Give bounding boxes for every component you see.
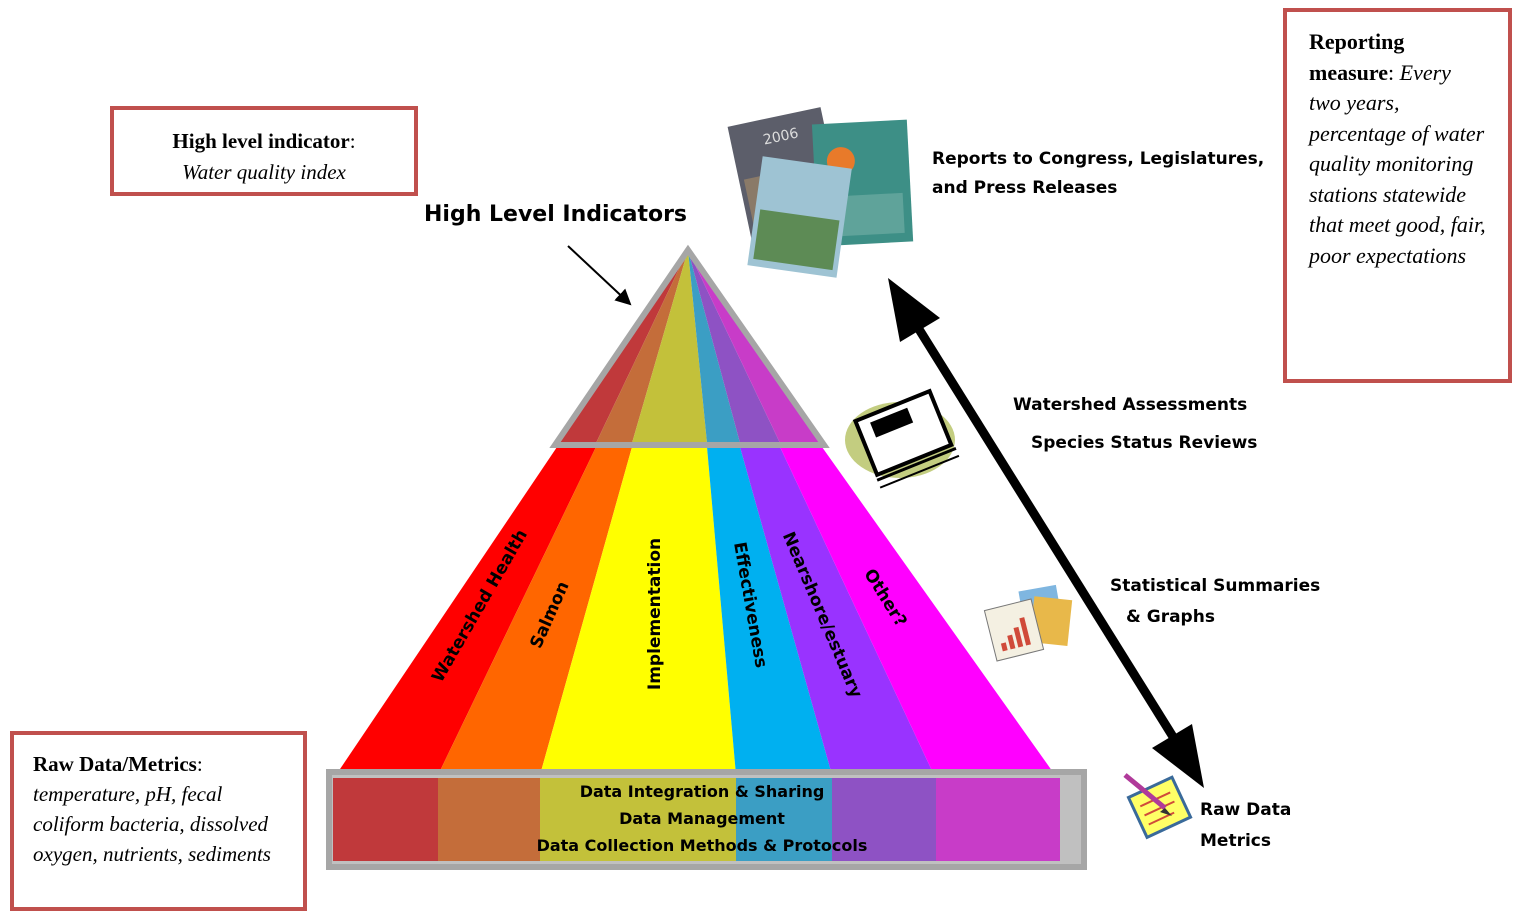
apex-outline	[549, 244, 830, 448]
raw-line-1: Raw Data	[1200, 800, 1292, 820]
pyramid-base	[326, 769, 1087, 870]
reporting-desc: Every two years, percentage of water qua…	[1309, 59, 1486, 268]
raw-data-metrics-label: Raw Data Metrics	[1200, 795, 1291, 857]
band-watershed-health	[336, 447, 596, 775]
reports-line-2: and Press Releases	[932, 178, 1118, 198]
chart-documents-icon	[983, 584, 1073, 662]
reporting-measure-box: Reporting measure: Every two years, perc…	[1283, 8, 1512, 383]
base-blue	[736, 778, 832, 861]
band-effectiveness	[707, 447, 832, 775]
watershed-assessments-label: Watershed Assessments	[1013, 395, 1248, 415]
base-red	[333, 778, 438, 861]
pyramid-apex	[549, 244, 830, 448]
base-line-integration: Data Integration & Sharing	[579, 782, 825, 801]
stat-line-1: Statistical Summaries	[1110, 576, 1321, 596]
apex-yellow	[632, 250, 707, 443]
svg-text:2006: 2006	[762, 125, 800, 148]
raw-desc: temperature, pH, fecal coliform bacteria…	[33, 782, 271, 866]
pointer-arrow	[567, 245, 632, 306]
raw-line-2: Metrics	[1200, 831, 1271, 851]
band-nearshore	[740, 447, 934, 775]
statistical-summaries-label: Statistical Summaries & Graphs	[1110, 571, 1320, 633]
base-orange	[438, 778, 540, 861]
raw-data-metrics-box: Raw Data/Metrics: temperature, pH, fecal…	[10, 731, 307, 911]
arrow-head-bottom	[1152, 724, 1204, 788]
band-salmon	[438, 447, 632, 775]
high-level-desc: Water quality index	[182, 160, 346, 184]
base-magenta	[936, 778, 1060, 861]
raw-term: Raw Data/Metrics	[33, 752, 197, 776]
base-purple	[832, 778, 936, 861]
band-implementation	[540, 447, 736, 775]
high-level-indicators-title: High Level Indicators	[424, 202, 688, 227]
reporting-term: Reporting measure	[1309, 29, 1405, 85]
high-level-indicator-box: High level indicator: Water quality inde…	[110, 106, 418, 196]
base-text: Data Integration & Sharing Data Manageme…	[520, 778, 884, 859]
notepad-pencil-icon	[1123, 773, 1193, 840]
reports-label: Reports to Congress, Legislatures, and P…	[932, 145, 1264, 203]
book-icon	[845, 388, 960, 489]
apex-orange	[596, 250, 688, 443]
stat-line-2: & Graphs	[1126, 607, 1215, 627]
double-arrow	[888, 278, 1204, 788]
species-status-label: Species Status Reviews	[1031, 433, 1258, 453]
base-line-collection: Data Collection Methods & Protocols	[536, 836, 868, 855]
report-covers-icon: 2006	[727, 107, 914, 278]
base-yellow	[540, 778, 736, 861]
band-other	[780, 447, 1055, 775]
arrow-head-top	[888, 278, 940, 342]
raw-sep: :	[196, 752, 203, 776]
reports-line-1: Reports to Congress, Legislatures,	[932, 149, 1265, 169]
label-implementation: Implementation	[645, 537, 665, 691]
pyramid-middle-bands	[336, 447, 1055, 775]
high-level-term: High level indicator	[172, 129, 350, 153]
high-level-sep: :	[349, 129, 356, 153]
base-line-management: Data Management	[619, 809, 785, 828]
reporting-sep: :	[1388, 59, 1395, 85]
